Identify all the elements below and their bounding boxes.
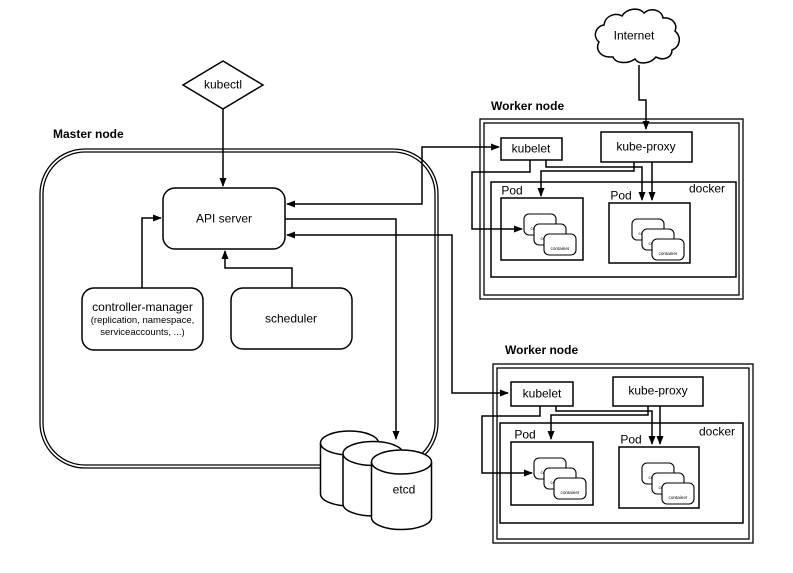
container-box — [553, 477, 587, 500]
container-box — [651, 238, 685, 261]
controller-manager-subtitle-1: (replication, namespace, — [90, 314, 195, 326]
worker1-kubelet-box — [500, 137, 563, 161]
worker2-docker-label: docker — [698, 424, 736, 439]
master-node-title: Master node — [53, 127, 124, 141]
worker1-kube-proxy-label: kube-proxy — [616, 139, 676, 154]
worker2-kubelet-label: kubelet — [522, 386, 562, 401]
api-server-label: API server — [195, 211, 253, 226]
edge-kubelet1-to-containers — [471, 160, 531, 233]
edge-controller-manager-to-apiserver — [141, 214, 162, 288]
etcd-cylinders — [319, 430, 433, 531]
edge-scheduler-to-apiserver — [221, 250, 293, 288]
container-label: container — [561, 490, 580, 495]
worker2-pod1-label: Pod — [514, 427, 536, 442]
worker1-pod2-label: Pod — [610, 188, 632, 203]
worker1-pod1-containers: container container container — [523, 213, 577, 256]
scheduler-label: scheduler — [264, 311, 318, 326]
worker1-docker-label: docker — [688, 181, 726, 196]
container-label: container — [551, 246, 570, 251]
worker1-pod2-containers: container container container — [631, 218, 685, 261]
worker2-kubelet-box — [510, 381, 574, 407]
worker1-kube-proxy-box — [600, 131, 693, 163]
container-label: container — [669, 495, 688, 500]
controller-manager-subtitle-2: serviceaccounts, ...) — [100, 326, 185, 338]
worker2-pod2-label: Pod — [620, 432, 642, 447]
container-label: container — [659, 251, 678, 256]
worker2-pod1-containers: container container container — [533, 457, 587, 500]
edge-kubelet1-to-pod2 — [545, 160, 646, 201]
etcd-label: etcd — [392, 482, 416, 497]
worker2-box-inner — [496, 367, 750, 540]
worker1-box — [479, 118, 744, 300]
edge-kubelet2-to-pod2 — [555, 406, 656, 445]
internet-cloud — [594, 8, 680, 64]
worker1-box-inner — [483, 122, 740, 296]
edge-kube-proxy1-to-pod1 — [537, 162, 635, 197]
controller-manager-label: controller-manager (replication, namespa… — [82, 288, 203, 350]
worker2-kube-proxy-label: kube-proxy — [628, 383, 688, 398]
kubectl-label: kubectl — [203, 77, 243, 92]
container-box — [661, 482, 695, 505]
edge-apiserver-kubelet-worker2 — [286, 231, 509, 397]
edge-internet-to-kube-proxy-worker1 — [638, 65, 650, 130]
etcd-cylinder-front-top — [370, 449, 433, 475]
edge-apiserver-kubelet-worker1 — [286, 143, 500, 208]
container-box — [543, 233, 577, 256]
worker1-pod1-label: Pod — [501, 183, 523, 198]
etcd-cylinder-front — [370, 462, 433, 531]
worker2-title: Worker node — [505, 343, 579, 357]
internet-label: Internet — [613, 28, 655, 43]
edge-kubelet2-to-containers — [481, 406, 541, 477]
worker2-kube-proxy-box — [612, 376, 704, 407]
worker1-kubelet-label: kubelet — [511, 141, 551, 156]
edge-kube-proxy2-to-pod1 — [547, 406, 649, 440]
worker1-title: Worker node — [491, 99, 565, 113]
worker2-box — [492, 363, 754, 544]
worker2-pod2-containers: container container container — [641, 462, 695, 505]
controller-manager-title: controller-manager — [92, 299, 193, 314]
